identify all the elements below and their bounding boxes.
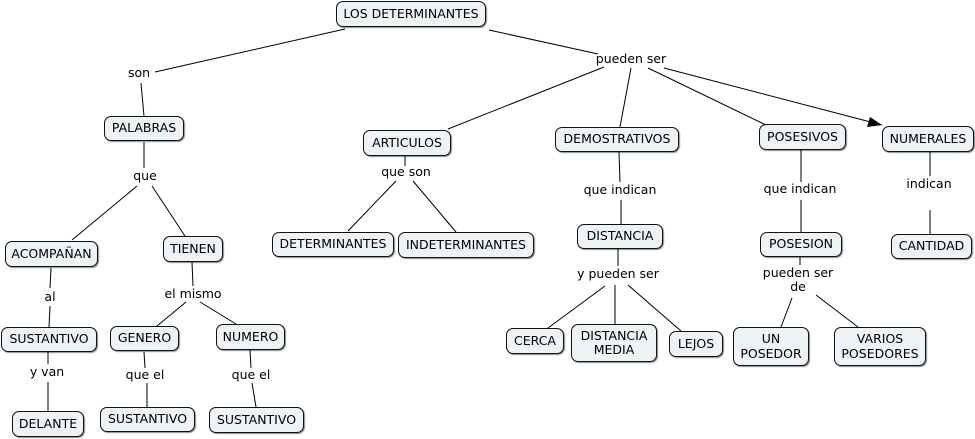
connector-line	[347, 180, 397, 232]
link-label-el-mismo: el mismo	[164, 286, 222, 301]
node-los-determinantes[interactable]: LOS DETERMINANTES	[336, 1, 486, 27]
connector-line	[780, 297, 793, 328]
connector-line	[191, 261, 194, 287]
node-varios-posedores[interactable]: VARIOS POSEDORES	[834, 327, 926, 366]
node-palabras[interactable]: PALABRAS	[104, 116, 184, 141]
link-label-y-van: y van	[29, 364, 65, 379]
link-label-que: que	[133, 168, 157, 183]
connector-line	[619, 67, 632, 128]
link-label-pueden-ser: pueden ser	[595, 51, 667, 66]
node-lejos[interactable]: LEJOS	[669, 331, 723, 357]
connector-line	[647, 67, 769, 127]
arrowhead-icon	[867, 117, 882, 127]
link-label-que-indican: que indican	[583, 182, 657, 197]
connector-line	[156, 301, 187, 327]
link-label-que-el: que el	[125, 367, 165, 382]
connector-line	[151, 185, 186, 237]
link-label-pueden-ser-de: pueden ser de	[762, 265, 834, 295]
node-distancia[interactable]: DISTANCIA	[577, 224, 663, 249]
connector-line	[447, 66, 605, 130]
connector-line	[488, 29, 599, 55]
connector-line	[143, 351, 146, 369]
link-label-que-el: que el	[231, 367, 271, 382]
connector-line	[140, 82, 145, 117]
node-sustantivo-3[interactable]: SUSTANTIVO	[209, 407, 304, 433]
link-label-al: al	[44, 289, 56, 304]
connector-line	[547, 285, 606, 329]
connector-line	[627, 284, 682, 332]
node-numerales[interactable]: NUMERALES	[882, 126, 974, 152]
node-delante[interactable]: DELANTE	[12, 411, 84, 437]
connector-line	[48, 305, 51, 328]
node-numero[interactable]: NUMERO	[216, 324, 285, 350]
link-label-que-son: que son	[381, 164, 431, 179]
node-indeterminantes[interactable]: INDETERMINANTES	[398, 232, 534, 258]
node-demostrativos[interactable]: DEMOSTRATIVOS	[555, 127, 679, 152]
connector-line	[663, 67, 883, 126]
link-label-que-indican: que indican	[763, 181, 837, 196]
connector-line	[412, 180, 457, 233]
node-sustantivo-2[interactable]: SUSTANTIVO	[100, 407, 195, 432]
link-label-son: son	[127, 65, 151, 80]
node-un-posedor[interactable]: UN POSEDOR	[733, 327, 809, 366]
node-articulos[interactable]: ARTICULOS	[363, 130, 451, 156]
connector-line	[199, 301, 237, 325]
link-label-y-pueden-ser: y pueden ser	[577, 266, 659, 281]
connector-line	[154, 28, 346, 73]
node-posesivos[interactable]: POSESIVOS	[759, 124, 846, 150]
connector-line	[251, 382, 257, 408]
node-acompanan[interactable]: ACOMPAÑAN	[5, 241, 98, 267]
node-cerca[interactable]: CERCA	[506, 328, 564, 354]
connector-line	[815, 294, 859, 328]
connector-line	[249, 349, 252, 369]
connector-line	[618, 151, 621, 183]
link-label-indican: indican	[906, 176, 952, 191]
node-sustantivo-1[interactable]: SUSTANTIVO	[1, 327, 97, 352]
connector-line	[71, 185, 138, 241]
node-tienen[interactable]: TIENEN	[163, 236, 223, 262]
node-cantidad[interactable]: CANTIDAD	[891, 234, 972, 259]
node-determinantes[interactable]: DETERMINANTES	[272, 232, 394, 257]
connector-line	[49, 267, 52, 289]
node-genero[interactable]: GENERO	[110, 326, 179, 351]
node-posesion[interactable]: POSESION	[760, 232, 842, 257]
node-distancia-media[interactable]: DISTANCIA MEDIA	[571, 324, 657, 362]
